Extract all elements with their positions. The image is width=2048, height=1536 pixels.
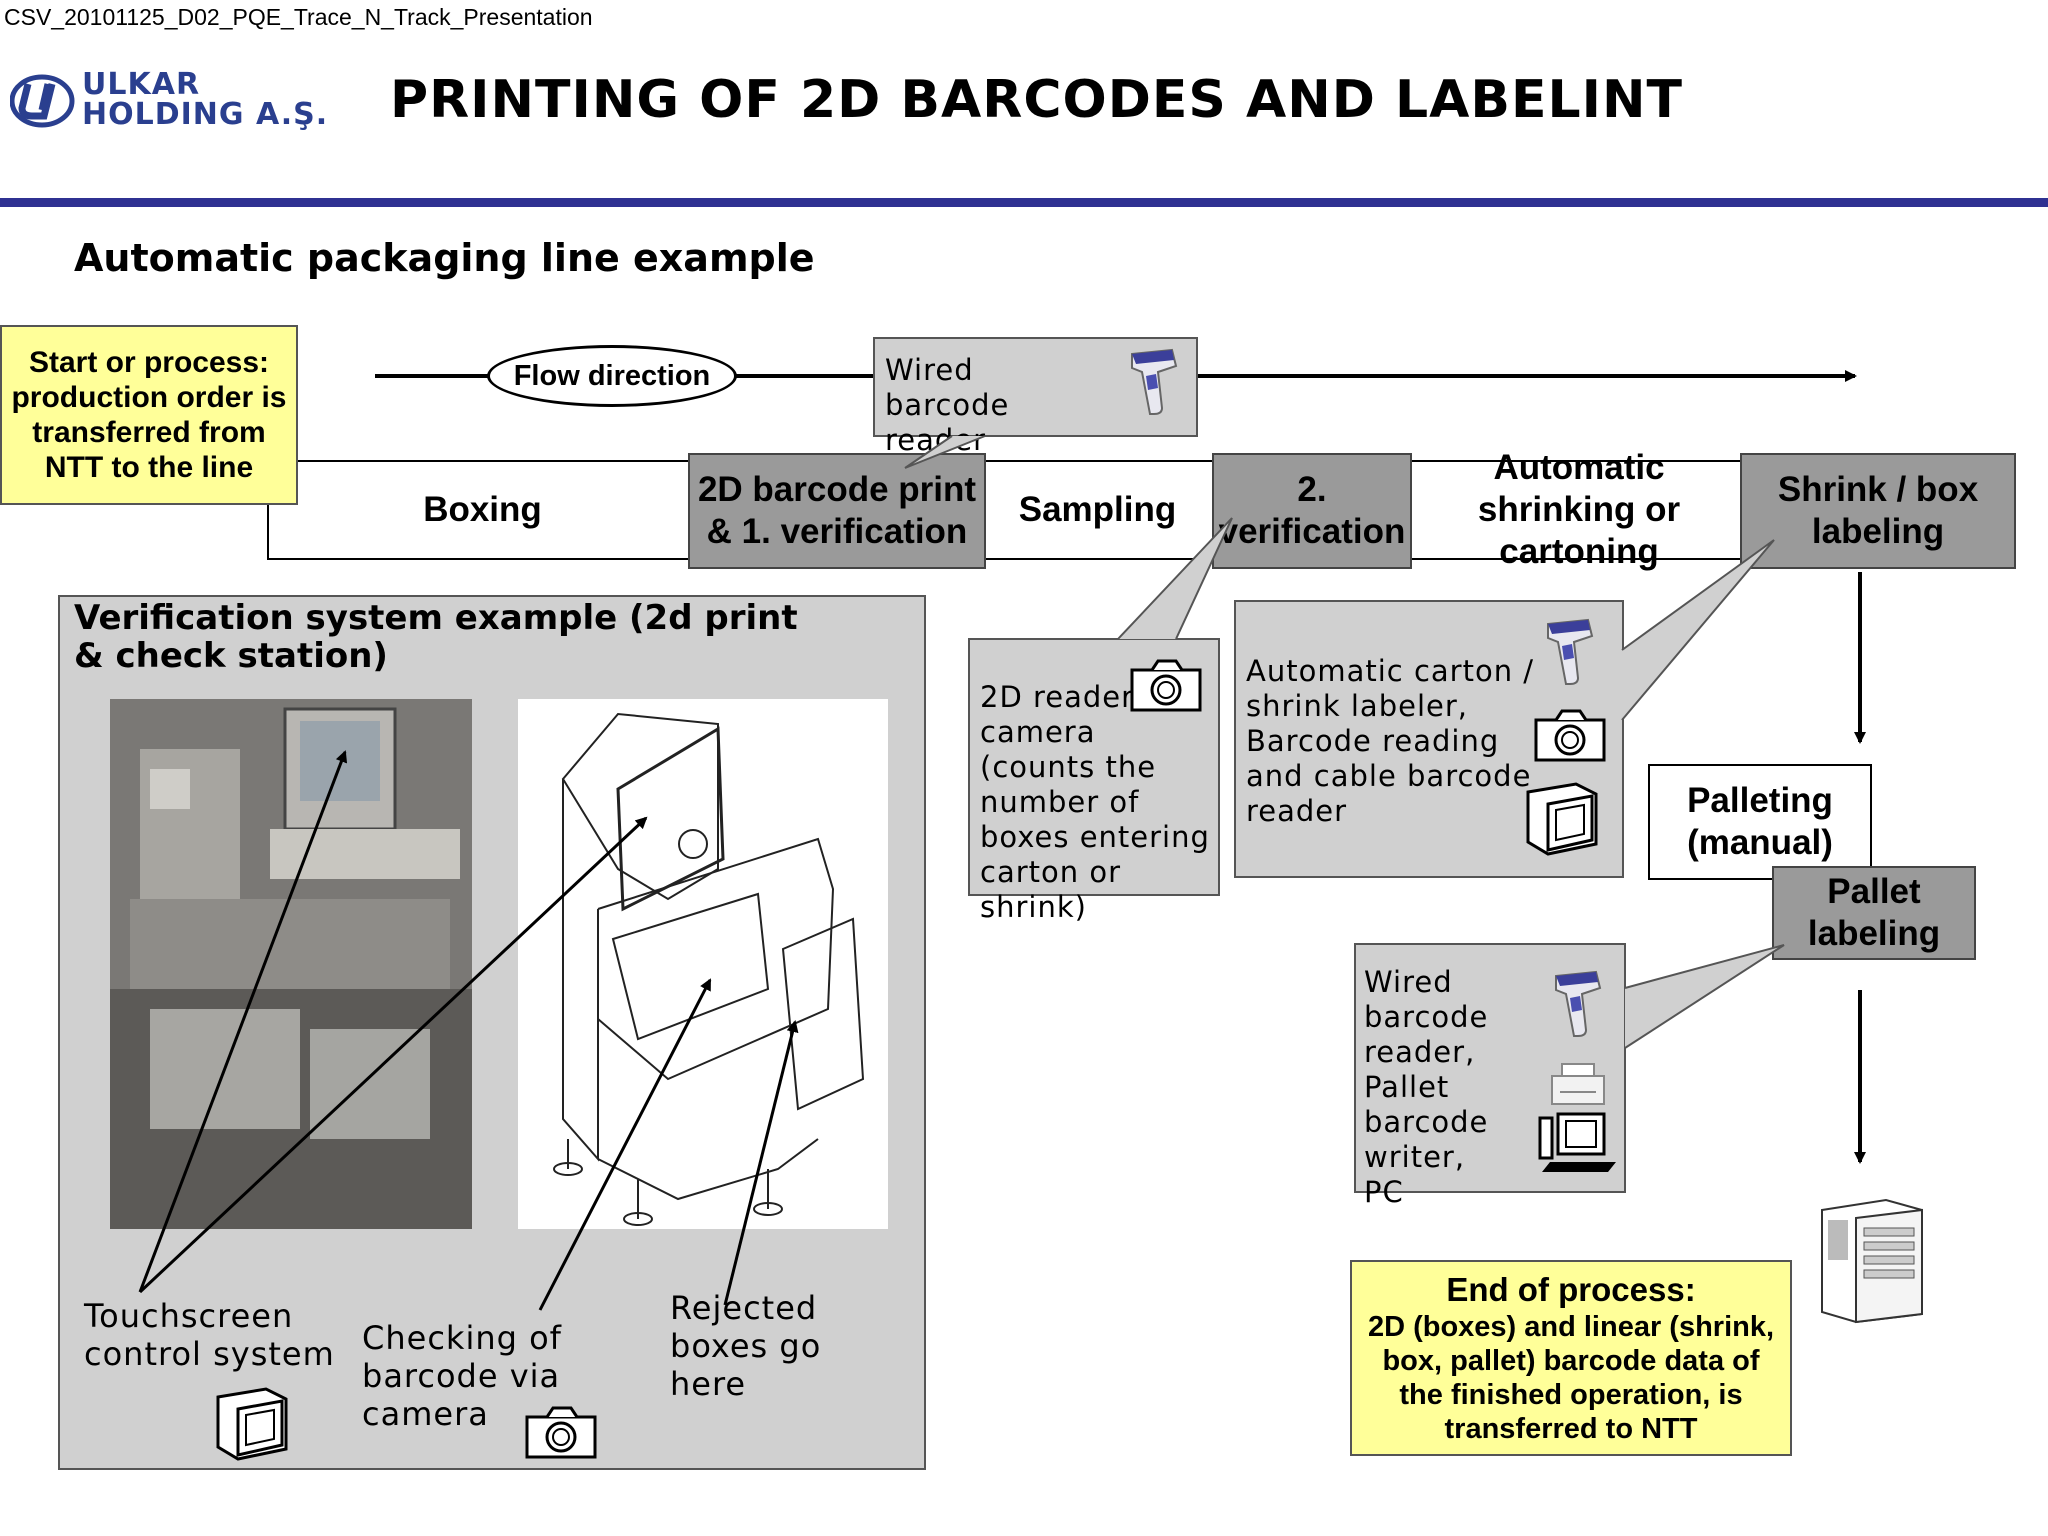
pallet-note-text: Wired barcode reader, Pallet barcode wri… — [1364, 965, 1489, 1209]
ulkar-logo-icon — [9, 74, 75, 128]
end-process-body: 2D (boxes) and linear (shrink, box, pall… — [1367, 1311, 1775, 1445]
section-subtitle: Automatic packaging line example — [74, 236, 815, 280]
stage-sampling: Sampling — [1018, 490, 1177, 529]
caption-rejected: Rejected boxes go here — [670, 1289, 822, 1403]
verification-panel: Verification system example (2d print & … — [58, 595, 926, 1470]
verification-panel-title: Verification system example (2d print & … — [74, 598, 798, 676]
machine-photo-illustration — [110, 699, 472, 1229]
wired-reader-pointer — [904, 435, 986, 469]
end-process-heading: End of process: — [1446, 1271, 1696, 1308]
carton-labeler-note-text: Automatic carton / shrink labeler, Barco… — [1246, 654, 1535, 828]
machine-drawing — [518, 699, 888, 1229]
end-process-box: End of process: 2D (boxes) and linear (s… — [1350, 1260, 1792, 1456]
barcode-scanner-icon — [1547, 618, 1594, 685]
machine-drawing-illustration — [553, 712, 865, 1226]
camera-2d-note-text: 2D reader camera (counts the number of b… — [980, 680, 1210, 924]
start-process-box: Start or process: production order is tr… — [0, 325, 298, 505]
company-logo: ULKAR HOLDING A.Ş. — [9, 67, 370, 132]
document-name: CSV_20101125_D02_PQE_Trace_N_Track_Prese… — [4, 4, 593, 30]
caption-touchscreen: Touchscreen control system — [84, 1297, 335, 1373]
arrow-touchscreen-2 — [138, 816, 648, 1294]
stage-2d-print: 2D barcode print & 1. verification — [688, 453, 986, 569]
camera-icon — [1130, 659, 1202, 712]
flow-direction-label: Flow direction — [487, 345, 737, 407]
pallet-pointer — [1624, 944, 1785, 1049]
machine-photo — [110, 699, 472, 1229]
line-track — [267, 460, 1749, 560]
caption-checking: Checking of barcode via camera — [362, 1319, 562, 1433]
monitor-icon — [1526, 782, 1598, 856]
pc-icon — [1538, 1112, 1616, 1172]
monitor-icon — [216, 1387, 288, 1461]
camera-icon — [525, 1406, 597, 1459]
stage-shrink-labeling: Shrink / box labeling — [1740, 453, 2016, 569]
printer-icon — [1551, 1063, 1605, 1105]
barcode-scanner-icon — [1131, 348, 1178, 415]
barcode-scanner-icon — [1555, 970, 1602, 1037]
stage-boxing: Boxing — [423, 490, 542, 529]
page-title: PRINTING OF 2D BARCODES AND LABELINT — [390, 70, 1683, 130]
title-divider — [0, 198, 2048, 207]
stage-verification-2: 2. verification — [1212, 453, 1412, 569]
carton-pointer — [1621, 539, 1775, 721]
camera-icon — [1534, 709, 1606, 762]
camera-2d-pointer — [1117, 517, 1233, 640]
palleting-box: Palleting (manual) — [1648, 764, 1872, 880]
logo-line-2: HOLDING A.Ş. — [82, 97, 329, 132]
arrow-rejected — [723, 1020, 799, 1306]
arrow-touchscreen-1 — [138, 750, 348, 1293]
pallet-labeling-box: Pallet labeling — [1772, 866, 1976, 960]
server-icon — [1821, 1198, 1923, 1324]
arrow-checking — [538, 978, 712, 1311]
logo-line-1: ULKAR — [82, 67, 201, 102]
